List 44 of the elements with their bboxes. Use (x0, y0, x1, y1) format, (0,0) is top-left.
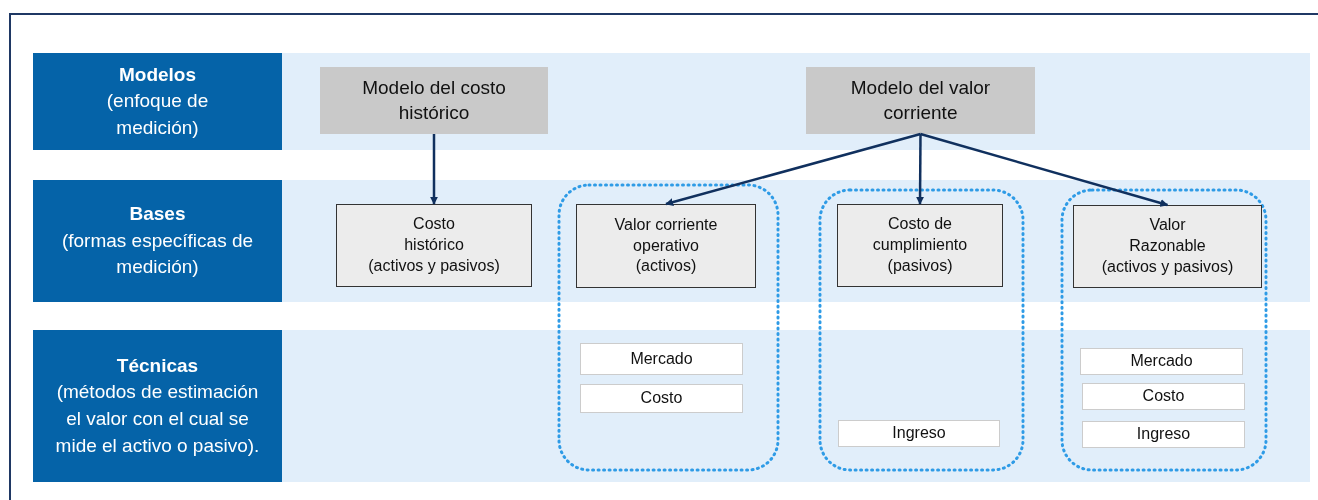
basis-box (1073, 205, 1262, 288)
box-text: (pasivos) (887, 255, 953, 276)
group-outline (1060, 188, 1268, 472)
arrow (430, 134, 438, 205)
box-text: Valor corriente operativo (613, 214, 719, 256)
technique-box (838, 420, 1000, 447)
group-outline (818, 188, 1025, 472)
technique-box (580, 343, 743, 375)
box-text: (activos) (635, 256, 697, 277)
box-text: Mercado (1130, 351, 1193, 372)
basis-box (837, 204, 1003, 287)
box-text: Ingreso (892, 423, 946, 444)
box-text: Valor Razonable (1128, 215, 1207, 257)
box-text: (activos y pasivos) (368, 255, 500, 276)
technique-box (580, 384, 743, 413)
row-header (33, 330, 282, 482)
arrow (920, 132, 1169, 207)
box-text: (activos y pasivos) (1101, 256, 1234, 277)
row-title: Modelos (118, 62, 197, 87)
group-outline (557, 183, 780, 472)
box-text: Costo de cumplimiento (871, 214, 969, 256)
technique-box (1082, 383, 1245, 410)
model-box (806, 67, 1035, 134)
model-box (320, 67, 548, 134)
row-title: Bases (129, 202, 186, 227)
technique-box (1082, 421, 1245, 448)
row-header (33, 180, 282, 302)
row-title: Técnicas (116, 353, 199, 378)
box-text: Modelo del costo histórico (361, 75, 507, 125)
arrow (665, 132, 921, 206)
box-text: Costo (640, 388, 683, 409)
row-description: (formas específicas de medición) (60, 228, 255, 280)
box-text: Modelo del valor corriente (849, 75, 992, 125)
row-header (33, 53, 282, 150)
box-text: Costo histórico (403, 214, 465, 256)
arrow (916, 134, 925, 205)
technique-box (1080, 348, 1243, 375)
box-text: Mercado (630, 348, 693, 369)
basis-box (336, 204, 532, 287)
row-description: (métodos de estimación el valor con el cual se mide el activo o pasivo). (54, 380, 261, 458)
basis-box (576, 204, 756, 288)
box-text: Ingreso (1136, 424, 1191, 445)
row-description: (enfoque de medición) (105, 89, 210, 140)
box-text: Costo (1142, 386, 1185, 407)
